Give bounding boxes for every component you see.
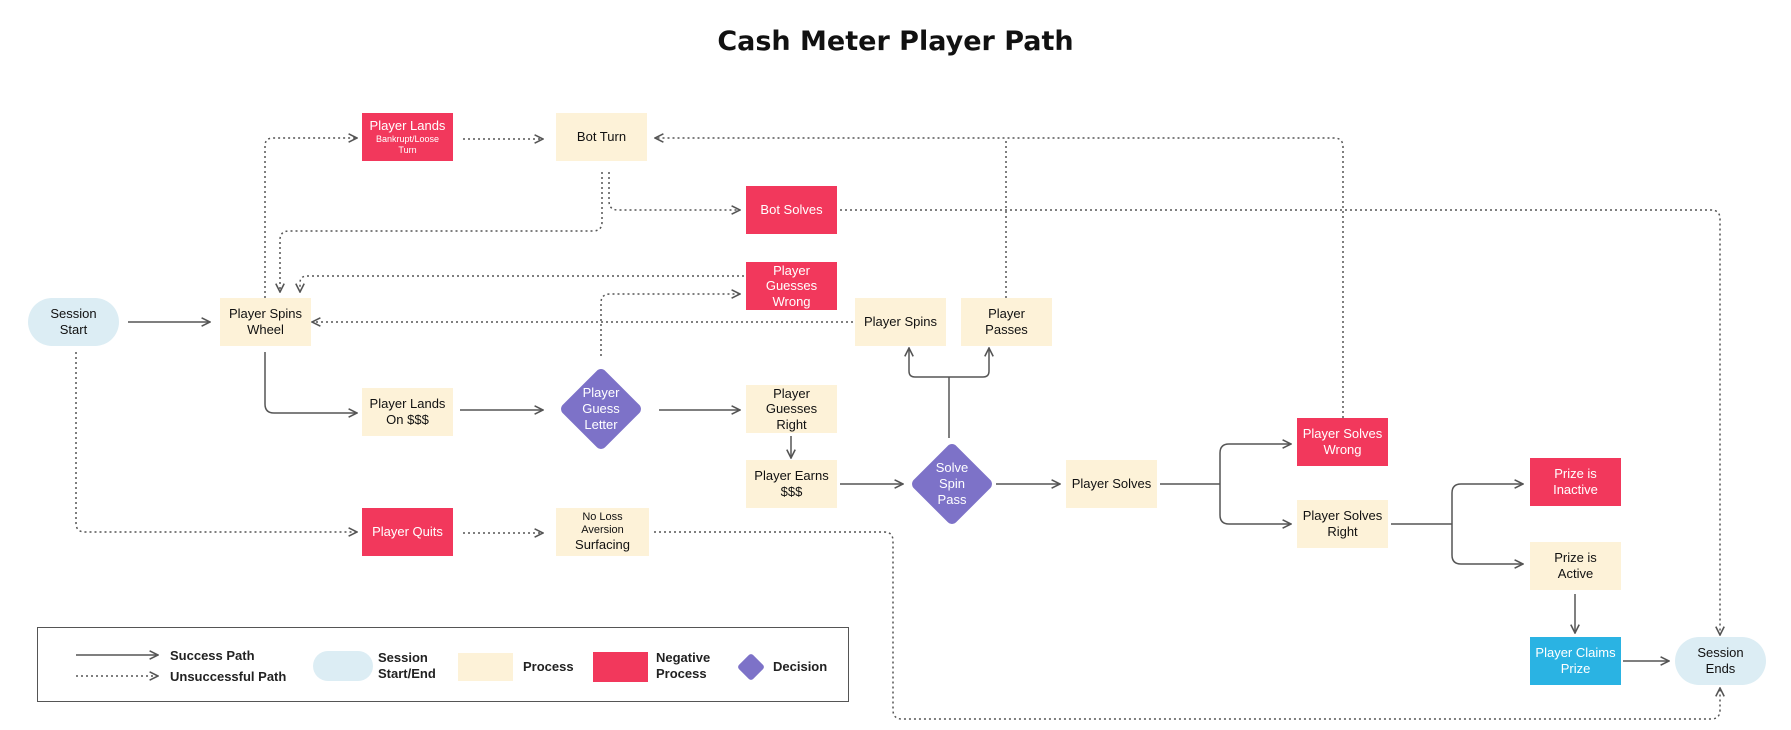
- player-lands-bankrupt-node: Player Lands Bankrupt/Loose Turn: [362, 113, 453, 161]
- edge-spins-to-lands-on: [264, 352, 357, 413]
- legend-negative-label: Negative Process: [656, 650, 711, 682]
- player-solves-wrong-node: Player Solves Wrong: [1297, 418, 1388, 466]
- player-solves-right-node: Player Solves Right: [1297, 500, 1388, 548]
- legend-decision-label: Decision: [773, 659, 828, 674]
- player-passes-node: Player Passes: [961, 298, 1052, 346]
- legend-process-label: Process: [523, 659, 574, 674]
- session-start-node: Session Start: [28, 298, 119, 346]
- player-guesses-right-node: Player Guesses Right: [746, 385, 837, 433]
- legend: Success Path Unsuccessful Path Session S…: [37, 627, 849, 702]
- legend-terminal-swatch: [313, 651, 373, 681]
- player-guesses-wrong-node: Player Guesses Wrong: [746, 262, 837, 310]
- bot-solves-node: Bot Solves: [746, 186, 837, 234]
- diagram-title: Cash Meter Player Path: [717, 26, 1074, 57]
- edge-bot-to-botsolves: [608, 172, 740, 210]
- edge-solves-to-wrong: [1219, 444, 1291, 484]
- edge-noloss-to-ends: [654, 531, 1720, 720]
- edge-solves-to-right: [1219, 484, 1291, 524]
- player-guess-letter-decision: Player Guess Letter: [558, 366, 644, 452]
- edge-guess-to-wrong: [600, 294, 740, 356]
- edge-ssp-to-spins: [909, 348, 949, 378]
- legend-success-label: Success Path: [170, 648, 255, 663]
- edge-right-to-inactive: [1451, 484, 1523, 524]
- legend-unsuccessful-label: Unsuccessful Path: [170, 669, 287, 684]
- legend-session-label: Session Start/End: [378, 650, 436, 682]
- edge-start-to-quits: [75, 352, 357, 532]
- player-spins-wheel-node: Player Spins Wheel: [220, 298, 311, 346]
- edge-botsolves-to-ends: [840, 209, 1720, 635]
- prize-inactive-node: Prize is Inactive: [1530, 458, 1621, 506]
- player-spins-node: Player Spins: [855, 298, 946, 346]
- edge-bot-to-spins: [280, 172, 603, 292]
- edge-wrong-to-spins: [300, 275, 744, 292]
- player-claims-prize-node: Player Claims Prize: [1530, 637, 1621, 685]
- player-lands-on-node: Player Lands On $$$: [362, 388, 453, 436]
- edge-spins-to-bankrupt: [264, 138, 357, 298]
- player-earns-node: Player Earns $$$: [746, 460, 837, 508]
- solve-spin-pass-decision: Solve Spin Pass: [909, 441, 995, 527]
- legend-line-swatches: [76, 648, 164, 684]
- edge-ssp-to-passes: [949, 348, 989, 378]
- no-loss-aversion-node: No Loss Aversion Surfacing: [556, 508, 649, 556]
- bot-turn-node: Bot Turn: [556, 113, 647, 161]
- session-ends-node: Session Ends: [1675, 637, 1766, 685]
- legend-decision-swatch: [736, 652, 766, 682]
- edge-solveswrong-to-bot: [655, 138, 1344, 418]
- prize-active-node: Prize is Active: [1530, 542, 1621, 590]
- edge-right-to-active: [1451, 524, 1523, 564]
- player-quits-node: Player Quits: [362, 508, 453, 556]
- legend-process-swatch: [458, 653, 513, 681]
- player-solves-node: Player Solves: [1066, 460, 1157, 508]
- legend-negative-swatch: [593, 652, 648, 682]
